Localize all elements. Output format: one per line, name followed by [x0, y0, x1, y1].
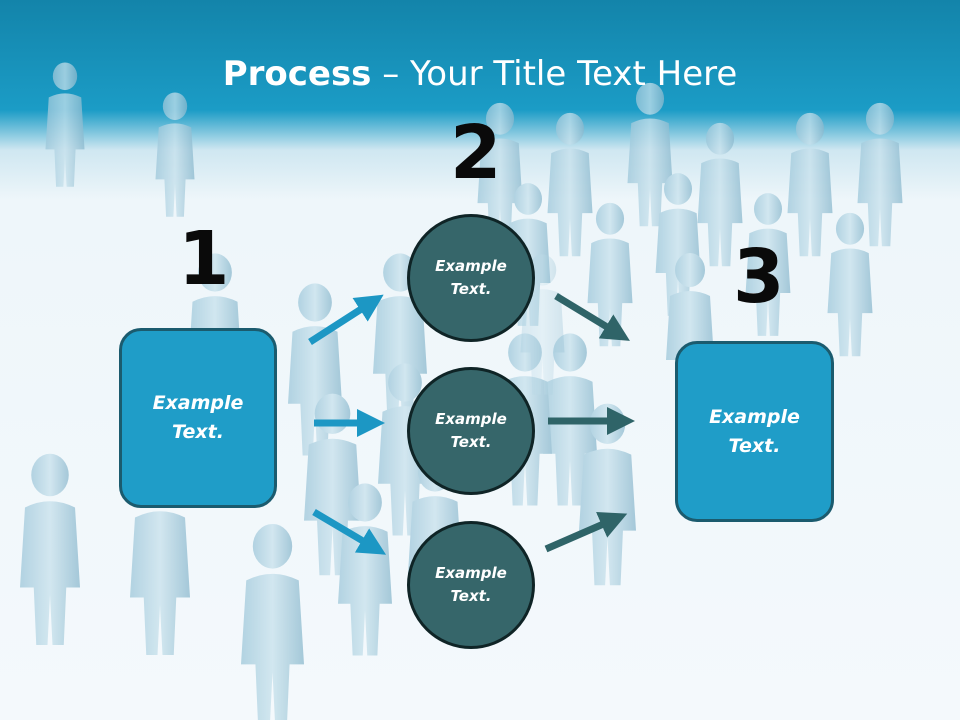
arrow-to-circle-3	[312, 508, 387, 555]
title-bold: Process	[222, 54, 372, 94]
arrow-from-circle-3	[544, 511, 628, 553]
step-2-circle-2: Example Text.	[407, 367, 535, 495]
step-number-3: 3	[733, 234, 785, 320]
step-1-box: Example Text.	[119, 328, 277, 508]
step-2-circle-1: Example Text.	[407, 214, 535, 342]
arrow-from-circle-1	[554, 293, 630, 341]
step-number-2: 2	[450, 110, 502, 196]
slide-title: Process – Your Title Text Here	[0, 54, 960, 94]
step-number-1: 1	[178, 216, 230, 302]
step-3-box: Example Text.	[675, 341, 834, 522]
arrow-to-circle-1	[308, 294, 384, 345]
step-2-circle-3: Example Text.	[407, 521, 535, 649]
title-rest: – Your Title Text Here	[371, 54, 738, 94]
